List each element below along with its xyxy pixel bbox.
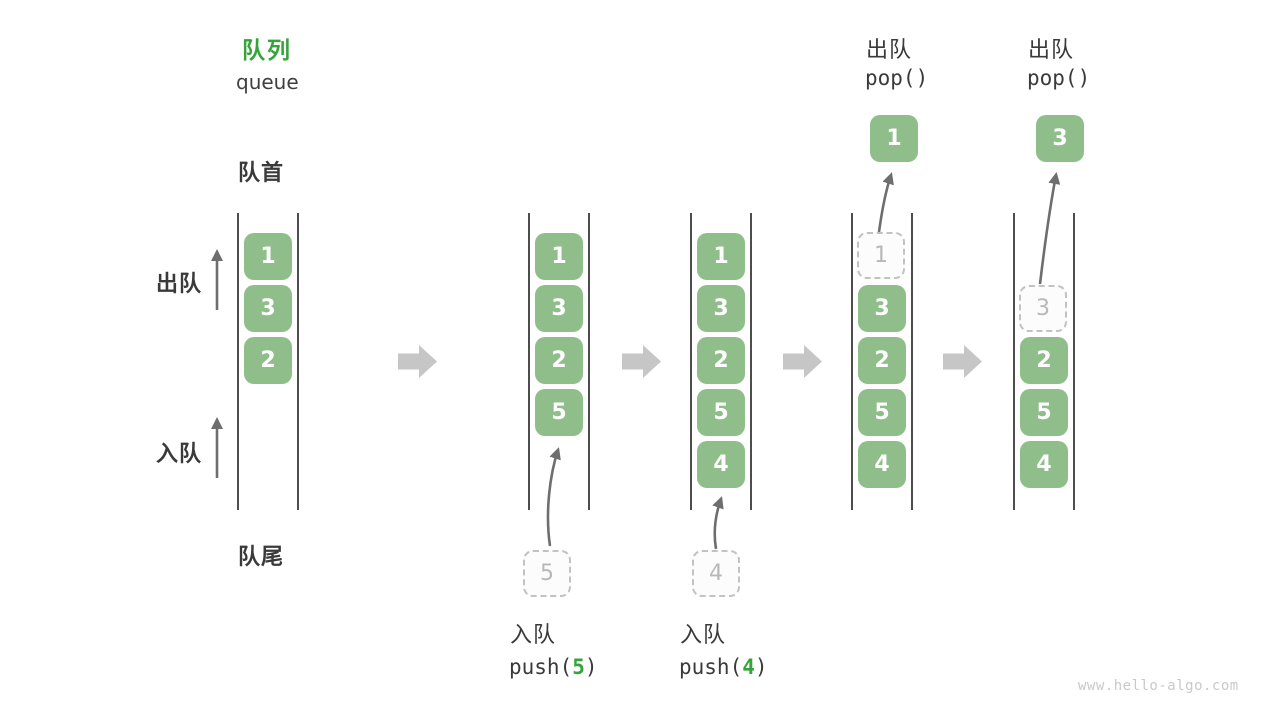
enqueue-op-code: push(5) — [509, 655, 598, 679]
queue-cell: 1 — [244, 233, 292, 280]
queue-rail — [750, 213, 752, 510]
incoming-ghost-cell: 4 — [692, 550, 740, 597]
popped-cell: 1 — [870, 115, 918, 162]
diagram-title-en: queue — [236, 70, 299, 94]
queue-rear-label: 队尾 — [238, 545, 285, 570]
diagram-title-cn: 队列 — [242, 38, 292, 64]
queue-cell: 4 — [697, 441, 745, 488]
queue-cell: 4 — [1020, 441, 1068, 488]
queue-cell: 3 — [858, 285, 906, 332]
step-arrow-icon — [622, 345, 661, 378]
queue-rail — [297, 213, 299, 510]
watermark: www.hello-algo.com — [1078, 678, 1239, 694]
queue-cell: 3 — [697, 285, 745, 332]
queue-cell: 4 — [858, 441, 906, 488]
queue-cell: 1 — [697, 233, 745, 280]
queue-rail — [528, 213, 530, 510]
dequeue-op-label: 出队 — [1028, 38, 1075, 63]
queue-cell: 2 — [535, 337, 583, 384]
push-arg: 5 — [572, 655, 585, 679]
incoming-ghost-cell: 5 — [523, 550, 571, 597]
queue-cell: 5 — [1020, 389, 1068, 436]
queue-cell: 5 — [697, 389, 745, 436]
step-arrow-icon — [398, 345, 437, 378]
dequeue-op-code: pop() — [865, 66, 929, 90]
enqueue-op-label: 入队 — [680, 623, 727, 648]
enqueue-op-code: push(4) — [679, 655, 768, 679]
queue-cell: 5 — [535, 389, 583, 436]
popped-cell: 3 — [1036, 115, 1084, 162]
step-arrow-icon — [783, 345, 822, 378]
queue-cell: 5 — [858, 389, 906, 436]
queue-rail — [1073, 213, 1075, 510]
enqueue-op-label: 入队 — [510, 623, 557, 648]
queue-front-label: 队首 — [238, 161, 285, 186]
queue-rail — [690, 213, 692, 510]
dequeue-op-code: pop() — [1027, 66, 1091, 90]
queue-rail — [911, 213, 913, 510]
push-arg: 4 — [742, 655, 755, 679]
pop-arrow-icon — [877, 172, 894, 233]
queue-cell: 3 — [535, 285, 583, 332]
dequeue-op-label: 出队 — [866, 38, 913, 63]
queue-cell: 1 — [535, 233, 583, 280]
queue-cell: 2 — [244, 337, 292, 384]
step-arrow-icon — [943, 345, 982, 378]
enqueue-side-label: 入队 — [156, 442, 203, 467]
removed-ghost-cell: 1 — [857, 232, 905, 279]
push-arrow-icon — [546, 447, 561, 547]
queue-cell: 2 — [1020, 337, 1068, 384]
queue-cell: 2 — [697, 337, 745, 384]
queue-rail — [237, 213, 239, 510]
queue-rail — [851, 213, 853, 510]
pop-arrow-icon — [1038, 172, 1061, 285]
queue-cell: 3 — [244, 285, 292, 332]
push-arrow-icon — [712, 496, 724, 550]
removed-ghost-cell: 3 — [1019, 285, 1067, 332]
queue-cell: 2 — [858, 337, 906, 384]
queue-rail — [1013, 213, 1015, 510]
queue-rail — [588, 213, 590, 510]
dequeue-side-label: 出队 — [156, 272, 203, 297]
